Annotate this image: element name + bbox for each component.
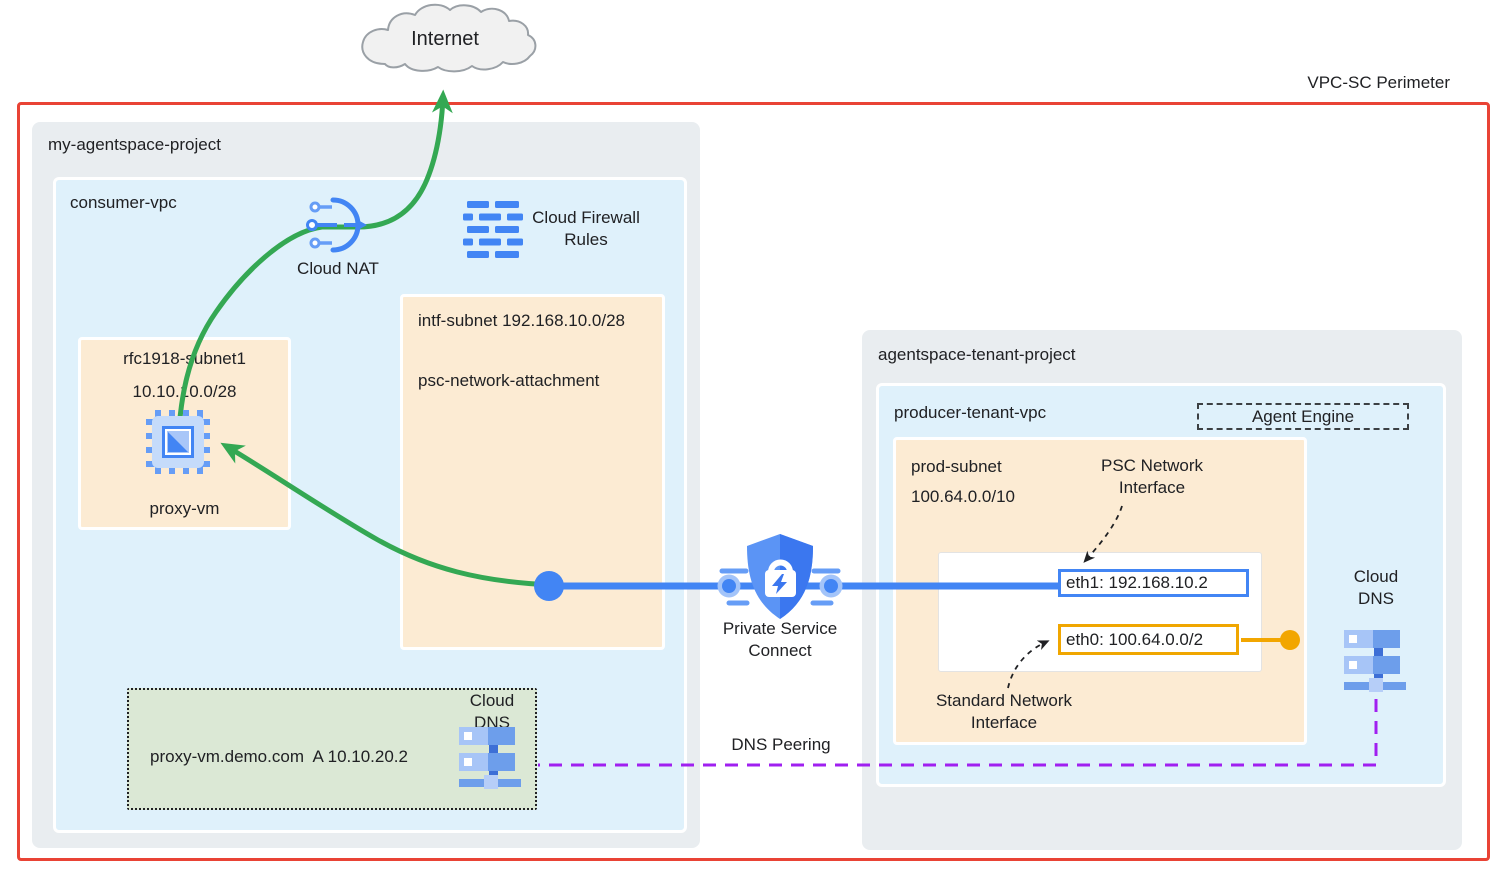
standard-network-interface-label: Standard Network Interface — [914, 690, 1094, 734]
prod-subnet-cidr: 100.64.0.0/10 — [911, 487, 1015, 506]
cloud-nat-label: Cloud NAT — [297, 259, 379, 278]
intf-subnet-label: intf-subnet 192.168.10.0/28 — [418, 311, 625, 330]
cloud-firewall-rules-line1: Cloud Firewall — [532, 208, 640, 227]
cloud-nat-icon — [306, 197, 367, 253]
eth0-interface-box: eth0: 100.64.0.0/2 — [1058, 624, 1239, 655]
internet-cloud-icon — [361, 3, 537, 73]
vpc-sc-perimeter-label: VPC-SC Perimeter — [1307, 73, 1450, 92]
cloud-firewall-rules-label: Cloud Firewall Rules — [505, 207, 667, 251]
dns-zone-cloud-dns-icon — [459, 727, 521, 789]
standard-network-interface-line2: Interface — [970, 713, 1038, 732]
psc-network-interface-line2: Interface — [1118, 478, 1186, 497]
tenant-cloud-dns-icon — [1344, 630, 1406, 692]
standard-network-interface-line1: Standard Network — [935, 691, 1073, 710]
tenant-cloud-dns-label: Cloud DNS — [1336, 566, 1416, 610]
dns-private-zone-box — [127, 688, 537, 810]
internet-label: Internet — [411, 28, 479, 50]
eth1-interface-box: eth1: 192.168.10.2 — [1058, 569, 1249, 597]
dns-a-record: proxy-vm.demo.com A 10.10.20.2 — [150, 747, 408, 766]
producer-tenant-vpc-title: producer-tenant-vpc — [894, 403, 1047, 422]
private-service-connect-line2: Connect — [748, 641, 812, 660]
tenant-cloud-dns-line1: Cloud — [1353, 567, 1399, 586]
proxy-vm-icon — [146, 410, 210, 474]
intf-subnet-box — [400, 294, 665, 650]
cloud-shape — [361, 3, 537, 73]
agentspace-tenant-project-title: agentspace-tenant-project — [878, 345, 1076, 364]
private-service-connect-line1: Private Service — [722, 619, 838, 638]
rfc1918-subnet-name: rfc1918-subnet1 — [123, 349, 246, 368]
private-service-connect-label: Private Service Connect — [689, 618, 871, 662]
proxy-vm-label: proxy-vm — [149, 499, 220, 518]
rfc1918-subnet-cidr: 10.10.10.0/28 — [132, 382, 237, 401]
cloud-firewall-rules-line2: Rules — [564, 230, 608, 249]
dns-zone-label-line1: Cloud — [469, 691, 515, 710]
my-agentspace-project-title: my-agentspace-project — [48, 135, 221, 154]
psc-network-attachment-label: psc-network-attachment — [418, 371, 600, 390]
cloud-firewall-rules-icon — [463, 201, 523, 258]
tenant-cloud-dns-line2: DNS — [1358, 589, 1394, 608]
prod-subnet-name: prod-subnet — [911, 457, 1002, 476]
psc-network-interface-label: PSC Network Interface — [1072, 455, 1232, 499]
agent-engine-box: Agent Engine — [1197, 403, 1409, 430]
private-service-connect-icon — [747, 534, 813, 619]
dns-peering-label: DNS Peering — [731, 735, 831, 754]
consumer-vpc-title: consumer-vpc — [70, 193, 177, 212]
vpc-sc-perimeter-box — [17, 102, 1490, 861]
psc-network-interface-line1: PSC Network — [1100, 456, 1204, 475]
